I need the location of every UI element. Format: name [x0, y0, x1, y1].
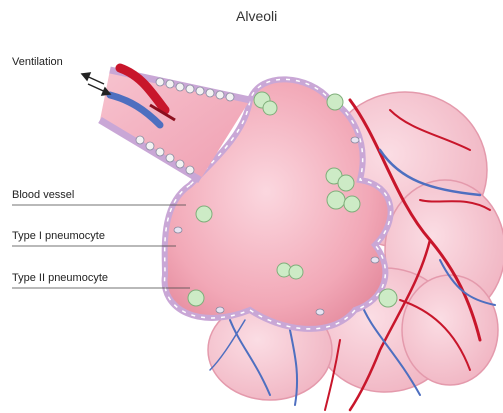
label-type-ii-pneumocyte: Type II pneumocyte	[12, 272, 108, 285]
label-blood-vessel: Blood vessel	[12, 189, 74, 202]
ventilation-arrows	[82, 73, 110, 95]
label-ventilation: Ventilation	[12, 56, 63, 69]
label-type-i-pneumocyte: Type I pneumocyte	[12, 230, 105, 243]
